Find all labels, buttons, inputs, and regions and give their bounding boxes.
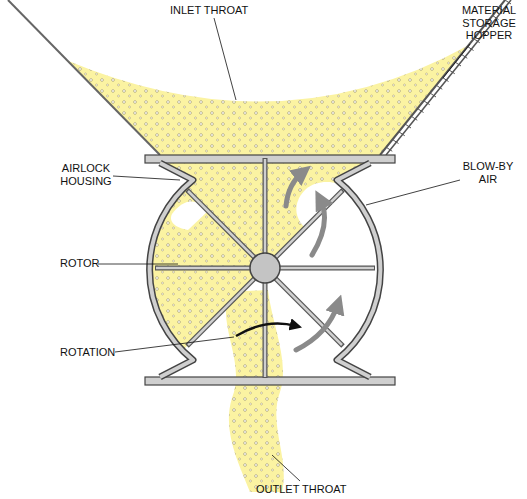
outlet-throat-label: OUTLET THROAT <box>256 483 346 496</box>
rotor-label: ROTOR <box>60 257 100 270</box>
inlet-throat-label: INLET THROAT <box>170 4 248 17</box>
hopper-label: MATERIAL STORAGE HOPPER <box>456 4 522 42</box>
housing-label: AIRLOCK HOUSING <box>58 162 114 187</box>
blow-by-label: BLOW-BY AIR <box>460 160 516 185</box>
rotation-label: ROTATION <box>60 346 115 359</box>
